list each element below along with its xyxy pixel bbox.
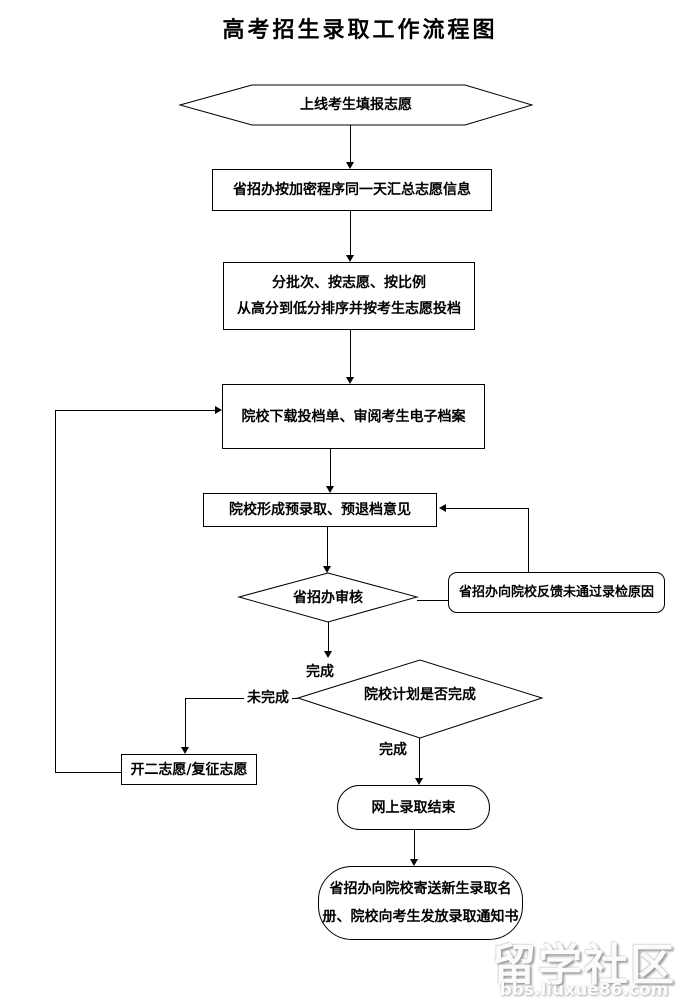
arrowhead-plancheck-finish (415, 778, 423, 785)
node-summary-label: 省招办按加密程序同一天汇总志愿信息 (233, 182, 471, 198)
connector-secondround-left (55, 772, 121, 773)
arrowhead-summary-sort (346, 255, 354, 262)
node-final-step-line1: 省招办向院校寄送新生录取名 (329, 881, 512, 897)
page-title: 高考招生录取工作流程图 (222, 18, 498, 43)
connector-feedback-up (528, 508, 529, 572)
edge-label-plan-done: 完成 (379, 742, 407, 758)
node-download-box: 院校下载投档单、审阅考生电子档案 (222, 384, 485, 449)
node-start-hexagon: 上线考生填报志愿 (180, 85, 532, 125)
connector-finish-final (414, 830, 415, 859)
arrowhead-feedback-opinion (439, 504, 446, 512)
node-final-step-line2: 册、院校向考生发放录取通知书 (322, 909, 519, 925)
connector-opinion-review (327, 527, 328, 566)
connector-plancheck-down (185, 698, 186, 747)
node-feedback-box: 省招办向院校反馈未通过录检原因 (448, 572, 665, 613)
node-plan-check-diamond: 院校计划是否完成 (298, 660, 542, 730)
arrowhead-finish-final (410, 859, 418, 866)
watermark-site: bbs.liuxue86.com (499, 980, 669, 999)
node-start-label: 上线考生填报志愿 (300, 97, 412, 113)
node-sort-line2: 从高分到低分排序并按考生志愿投档 (237, 301, 461, 317)
node-sort-line1: 分批次、按志愿、按比例 (272, 275, 426, 291)
edge-label-review-done: 完成 (306, 664, 334, 680)
watermark: 留学社区 bbs.liuxue86.com (492, 943, 676, 999)
node-finish-online-label: 网上录取结束 (371, 799, 456, 816)
node-review-label: 省招办审核 (293, 589, 363, 606)
arrowhead-plancheck-secondround (181, 747, 189, 754)
arrowhead-start-summary (346, 162, 354, 169)
connector-review-feedback (417, 600, 448, 601)
arrowhead-sort-download (346, 377, 354, 384)
connector-plancheck-finish (419, 738, 420, 778)
node-review-diamond: 省招办审核 (239, 573, 417, 622)
node-feedback-label: 省招办向院校反馈未通过录检原因 (458, 584, 654, 600)
watermark-brand: 留学社区 (492, 940, 676, 991)
arrowhead-opinion-review (323, 566, 331, 573)
arrowhead-loop-download (215, 406, 222, 414)
connector-download-opinion (330, 449, 331, 486)
node-summary-box: 省招办按加密程序同一天汇总志愿信息 (212, 169, 492, 211)
node-second-round-box: 开二志愿/复征志愿 (121, 754, 257, 785)
node-finish-online-stadium: 网上录取结束 (337, 785, 490, 830)
node-opinion-label: 院校形成预录取、预退档意见 (229, 502, 411, 518)
node-second-round-label: 开二志愿/复征志愿 (130, 761, 248, 778)
connector-loop-download (55, 410, 215, 411)
node-plan-check-label: 院校计划是否完成 (364, 687, 476, 703)
connector-plancheck-left (185, 698, 298, 699)
node-download-label: 院校下载投档单、审阅考生电子档案 (241, 408, 466, 425)
connector-loop-up (55, 410, 56, 773)
node-opinion-box: 院校形成预录取、预退档意见 (203, 493, 437, 527)
connector-start-summary (350, 125, 351, 162)
edge-label-plan-not-done: 未完成 (244, 690, 292, 706)
node-final-step-box: 省招办向院校寄送新生录取名 册、院校向考生发放录取通知书 (318, 866, 523, 940)
connector-summary-sort (350, 211, 351, 255)
connector-review-plancheck (328, 622, 329, 651)
connector-sort-download (350, 330, 351, 377)
arrowhead-review-plancheck (324, 651, 332, 658)
arrowhead-download-opinion (326, 486, 334, 493)
connector-feedback-opinion (446, 508, 529, 509)
node-sort-box: 分批次、按志愿、按比例 从高分到低分排序并按考生志愿投档 (223, 262, 475, 330)
